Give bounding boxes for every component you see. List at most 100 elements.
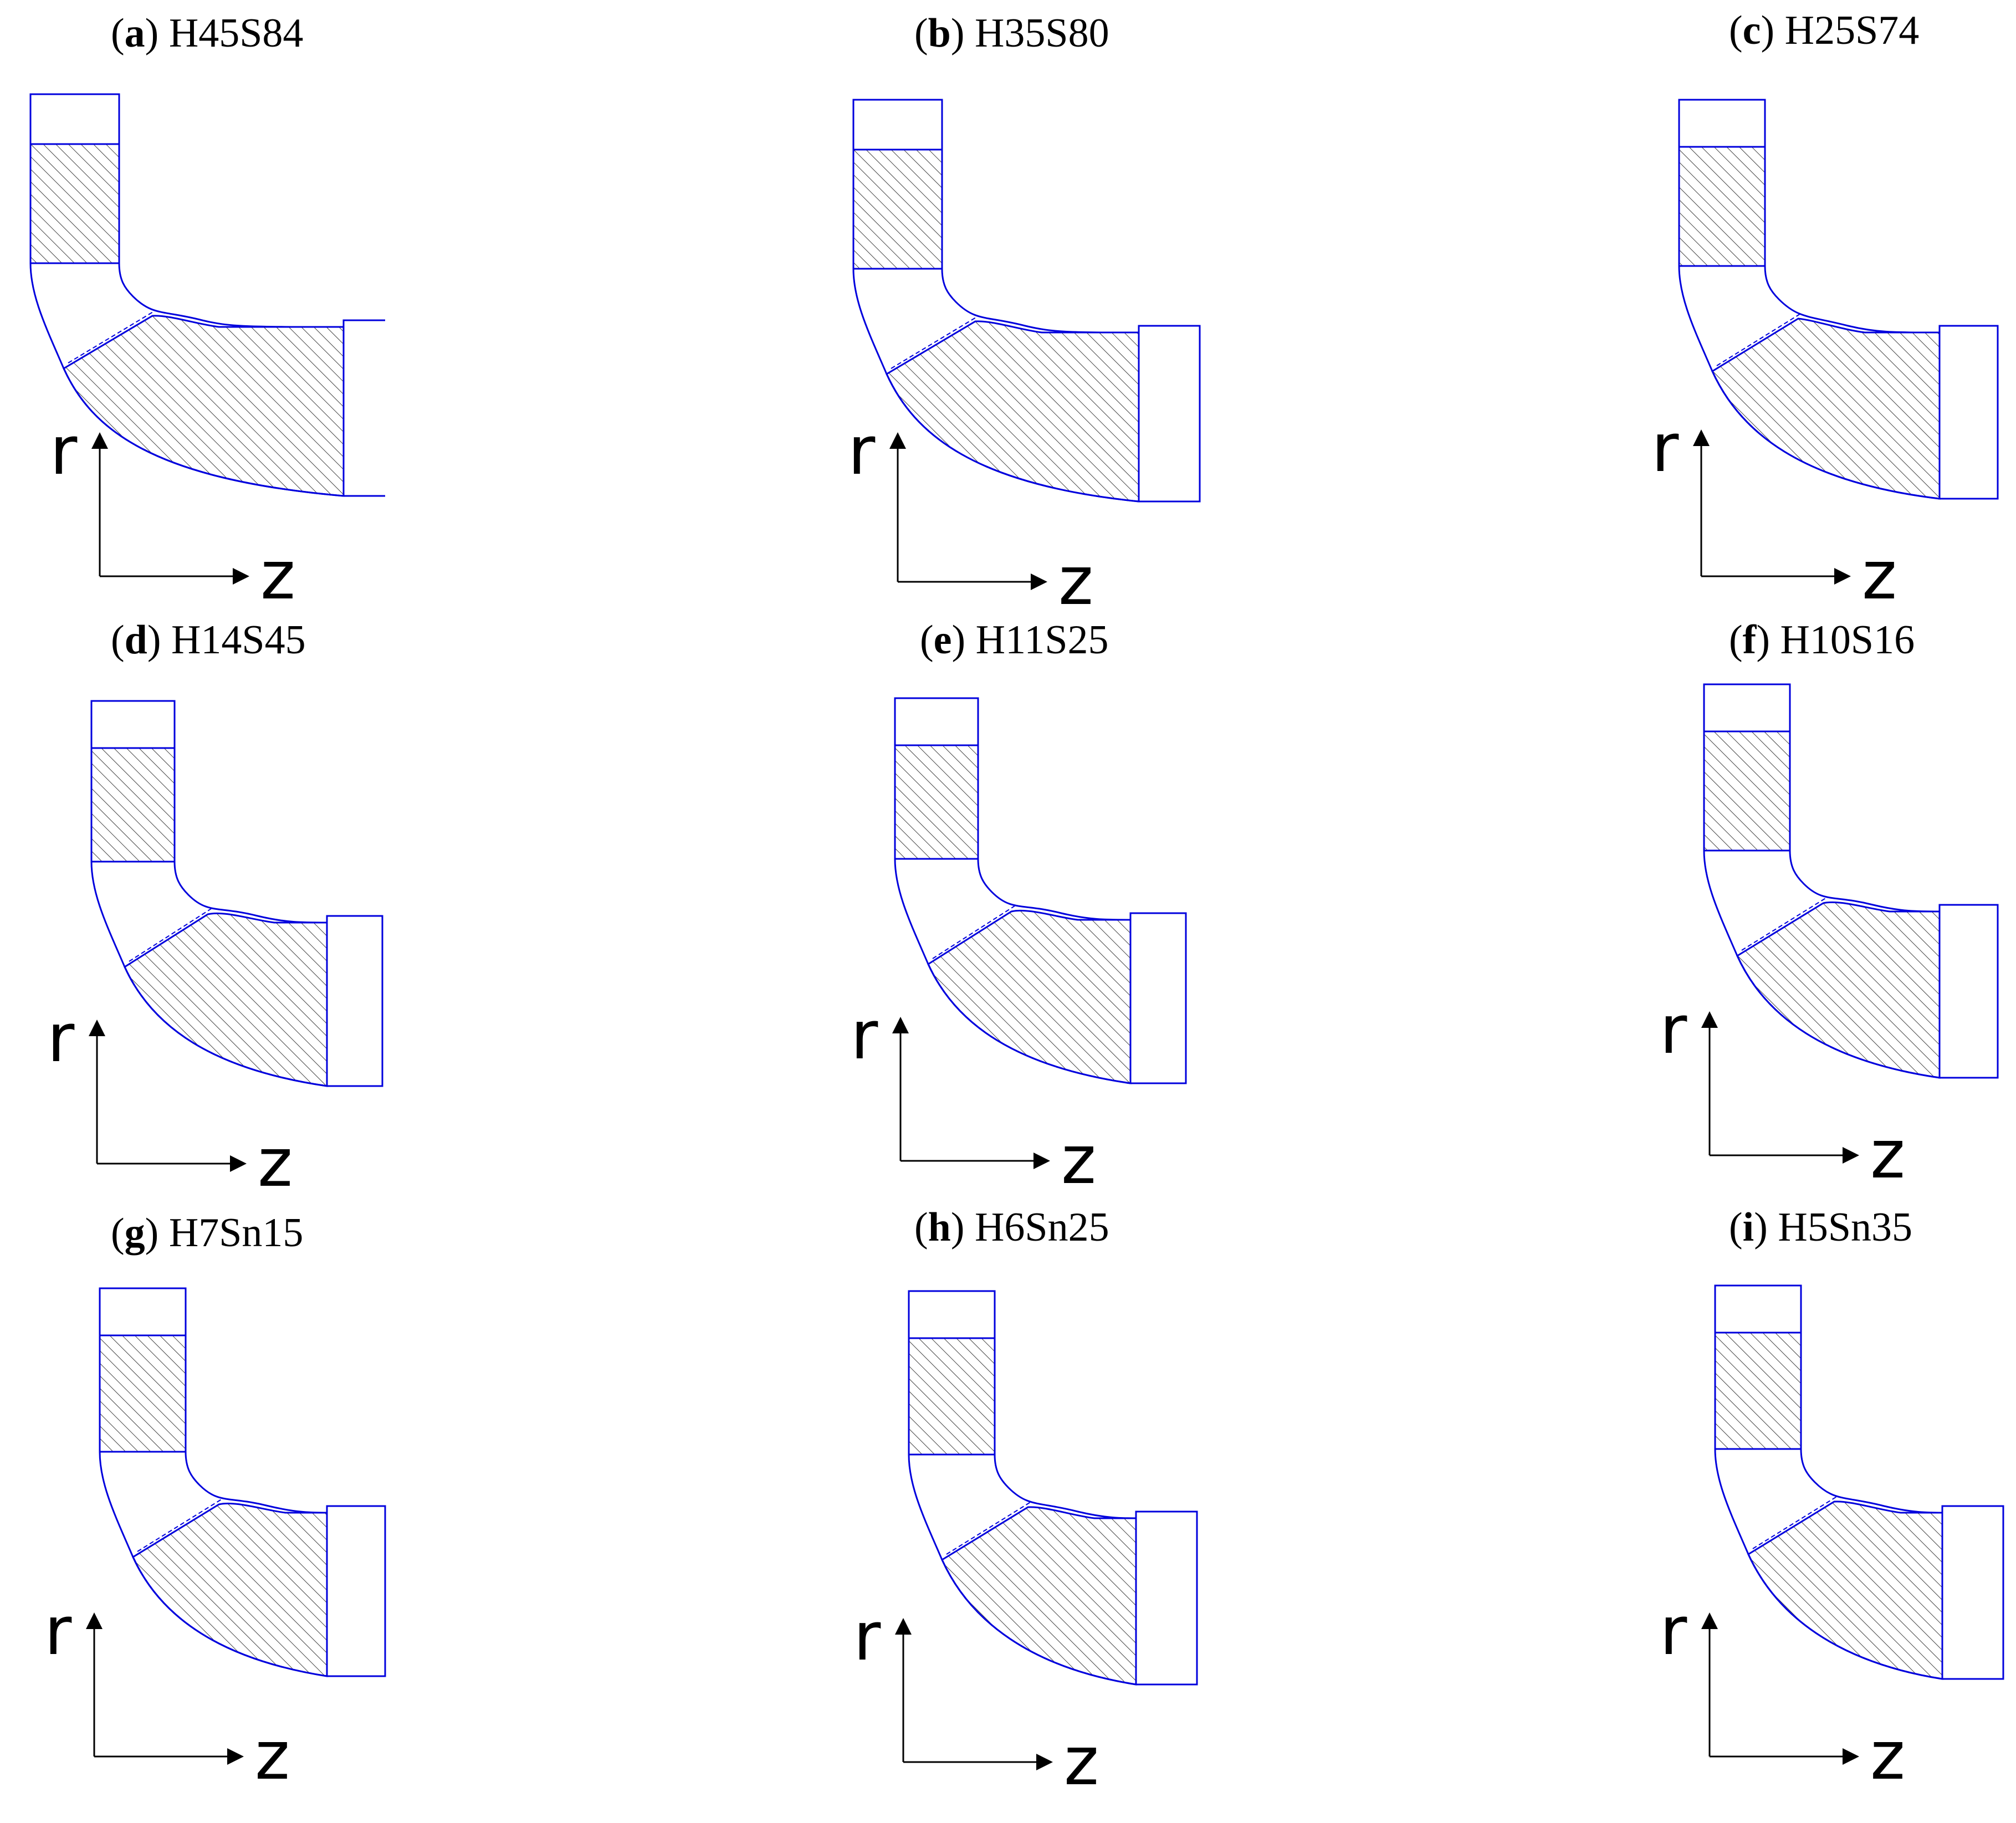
panel-label: H25S74 xyxy=(1784,8,1920,53)
meridional-diagram-a: rz xyxy=(29,93,385,615)
z-axis-label: z xyxy=(255,1718,290,1795)
panel-label: H11S25 xyxy=(975,617,1109,663)
panel-label: H5Sn35 xyxy=(1778,1205,1912,1250)
inlet-hatched-region xyxy=(99,1334,187,1453)
inlet-extension xyxy=(90,700,176,749)
inlet-extension xyxy=(1703,683,1791,733)
inlet-hatched-region xyxy=(1678,146,1766,267)
panel-title-i: (i) H5Sn35 xyxy=(1729,1197,1912,1258)
z-axis-label: z xyxy=(1862,537,1897,615)
leading-edge-dashed-line xyxy=(1741,897,1827,951)
inlet-hatched-region xyxy=(894,744,979,860)
panel-title-close-paren: ) xyxy=(950,1205,965,1250)
panel-title-e: (e) H11S25 xyxy=(920,610,1109,670)
panel-title-open-paren: ( xyxy=(1729,617,1743,663)
impeller-hatched-region xyxy=(886,320,1140,503)
meridional-diagram-h: rz xyxy=(853,1290,1198,1800)
panel-title-open-paren: ( xyxy=(914,11,928,56)
panel-letter: c xyxy=(1742,8,1761,53)
leading-edge-dashed-line xyxy=(891,315,979,369)
leading-edge-dashed-line xyxy=(1716,313,1802,366)
r-axis-label: r xyxy=(47,1000,75,1077)
panel-title-f: (f) H10S16 xyxy=(1729,610,1915,670)
panel-letter: f xyxy=(1742,617,1757,663)
z-axis-label: z xyxy=(258,1125,293,1202)
impeller-hatched-region xyxy=(1711,318,1941,500)
outlet-extension xyxy=(1129,912,1187,1084)
outlet-extension xyxy=(326,1505,386,1677)
z-axis-label: z xyxy=(1870,1117,1905,1194)
panel-title-close-paren: ) xyxy=(147,617,161,663)
inlet-hatched-region xyxy=(852,148,943,270)
inlet-extension xyxy=(29,93,120,145)
r-axis-label: r xyxy=(851,997,878,1074)
panel-title-open-paren: ( xyxy=(1729,8,1743,53)
panel-title-open-paren: ( xyxy=(920,617,934,663)
meridional-diagram-i: rz xyxy=(1660,1284,2004,1795)
meridional-diagram-c: rz xyxy=(1651,99,1999,615)
z-axis-label: z xyxy=(1058,543,1093,620)
impeller-hatched-region xyxy=(124,912,328,1087)
hub-contour xyxy=(977,858,1131,921)
panel-letter: b xyxy=(928,11,951,56)
panel-letter: g xyxy=(124,1210,145,1256)
hub-contour xyxy=(994,1454,1137,1519)
impeller-hatched-region xyxy=(927,909,1132,1084)
r-axis-label: r xyxy=(853,1599,881,1676)
outlet-extension xyxy=(326,915,383,1087)
impeller-hatched-region xyxy=(132,1502,328,1677)
inlet-extension xyxy=(852,99,943,151)
panel-title-open-paren: ( xyxy=(111,11,125,56)
panel-label: H10S16 xyxy=(1780,617,1915,663)
panel-title-g: (g) H7Sn15 xyxy=(111,1202,303,1263)
panel-title-open-paren: ( xyxy=(111,1210,125,1256)
panel-label: H14S45 xyxy=(171,617,306,663)
inlet-hatched-region xyxy=(29,143,120,264)
panel-title-open-paren: ( xyxy=(914,1205,928,1250)
panel-title-close-paren: ) xyxy=(951,617,966,663)
panel-title-c: (c) H25S74 xyxy=(1729,0,1919,61)
meridional-diagram-g: rz xyxy=(44,1287,386,1795)
hub-contour xyxy=(173,861,328,924)
leading-edge-dashed-line xyxy=(946,1501,1032,1555)
inlet-hatched-region xyxy=(90,747,176,863)
leading-edge-dashed-line xyxy=(1752,1496,1838,1549)
meridional-diagram-e: rz xyxy=(851,697,1187,1199)
meridional-diagram-f: rz xyxy=(1660,683,1999,1194)
inlet-extension xyxy=(894,697,979,746)
impeller-hatched-region xyxy=(1747,1501,1943,1680)
hub-contour xyxy=(1800,1448,1943,1514)
panel-letter: a xyxy=(124,11,145,56)
outlet-extension xyxy=(1938,325,1999,500)
inlet-hatched-region xyxy=(908,1337,996,1456)
panel-label: H35S80 xyxy=(974,11,1109,56)
panel-label: H6Sn25 xyxy=(974,1205,1109,1250)
panel-title-close-paren: ) xyxy=(1754,1205,1768,1250)
panel-letter: d xyxy=(124,617,147,663)
impeller-hatched-region xyxy=(63,315,345,497)
hub-contour xyxy=(185,1451,328,1514)
meridional-diagram-d: rz xyxy=(47,700,383,1202)
panel-title-a: (a) H45S84 xyxy=(111,3,303,64)
z-axis-label: z xyxy=(1061,1122,1096,1199)
panel-title-open-paren: ( xyxy=(111,617,125,663)
r-axis-label: r xyxy=(1660,992,1687,1069)
inlet-hatched-region xyxy=(1714,1332,1802,1450)
panel-letter: e xyxy=(933,617,952,663)
outlet-extension xyxy=(1135,1510,1198,1686)
r-axis-label: r xyxy=(50,413,78,490)
r-axis-label: r xyxy=(1651,410,1679,487)
impeller-hatched-region xyxy=(941,1506,1137,1686)
panel-title-d: (d) H14S45 xyxy=(111,610,306,670)
outlet-extension xyxy=(1941,1505,2004,1680)
outlet-extension xyxy=(1138,325,1201,503)
leading-edge-dashed-line xyxy=(137,1498,223,1552)
panel-letter: i xyxy=(1742,1205,1754,1250)
inlet-extension xyxy=(1678,99,1766,148)
leading-edge-dashed-line xyxy=(129,908,212,962)
panel-title-close-paren: ) xyxy=(1761,8,1775,53)
outlet-extension xyxy=(1938,904,1999,1079)
leading-edge-dashed-line xyxy=(68,310,156,363)
panel-title-b: (b) H35S80 xyxy=(914,3,1109,64)
